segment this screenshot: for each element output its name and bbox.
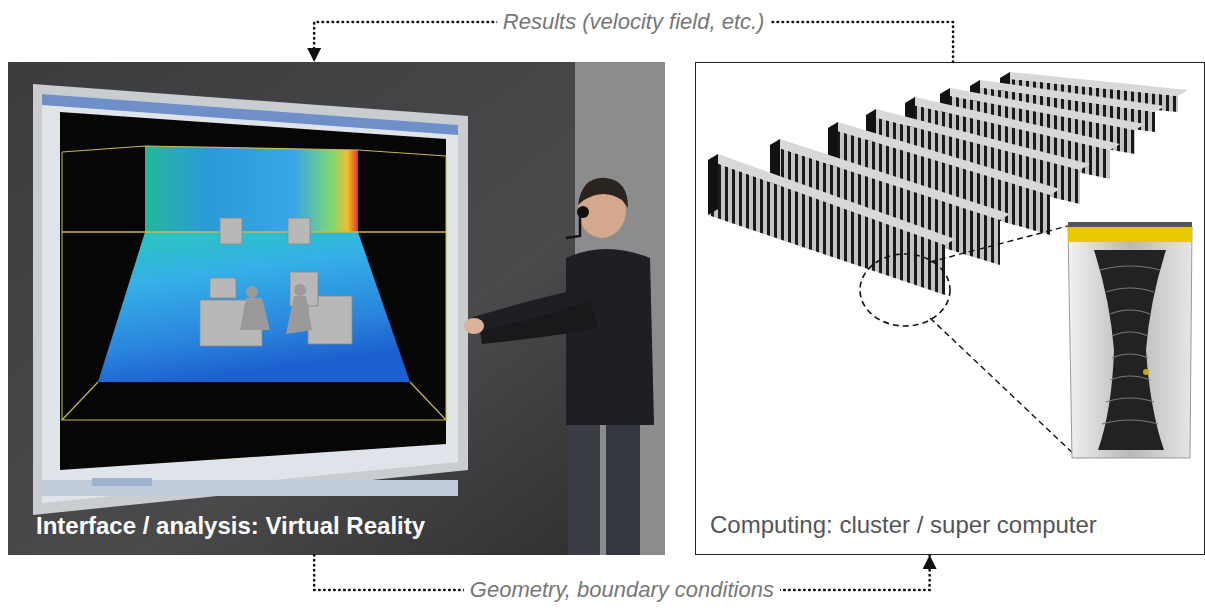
photo-panel: Interface / analysis: Virtual Reality bbox=[8, 62, 665, 555]
server-tower bbox=[1068, 222, 1192, 458]
board-frame bbox=[33, 84, 468, 515]
wireframe-line bbox=[62, 152, 63, 420]
wireframe-line bbox=[62, 146, 446, 156]
zoom-circle bbox=[860, 254, 950, 326]
human-manikins bbox=[240, 284, 312, 334]
photo-wall bbox=[8, 62, 665, 555]
rack bbox=[708, 154, 955, 295]
wireframe-line bbox=[446, 156, 447, 420]
cfd-floor-plane bbox=[98, 232, 410, 382]
cfd-wall-plane bbox=[145, 146, 358, 232]
person bbox=[464, 178, 654, 555]
panel-caption: Computing: cluster / super computer bbox=[710, 511, 1097, 540]
arrow-label: Results (velocity field, etc.) bbox=[497, 9, 771, 35]
zoom-leader bbox=[930, 226, 1068, 262]
computing-panel: Computing: cluster / super computer bbox=[695, 62, 1205, 555]
vr-photo bbox=[8, 62, 665, 555]
panel-caption: Interface / analysis: Virtual Reality bbox=[36, 512, 425, 541]
wireframe-line bbox=[62, 231, 446, 233]
screen-view bbox=[60, 112, 446, 470]
zoom-leader bbox=[930, 318, 1078, 458]
wireframe-line bbox=[62, 382, 446, 420]
screen-window bbox=[42, 94, 458, 503]
office-furniture bbox=[200, 218, 352, 346]
slider bbox=[92, 478, 152, 486]
arrow-label: Geometry, boundary conditions bbox=[464, 577, 780, 603]
